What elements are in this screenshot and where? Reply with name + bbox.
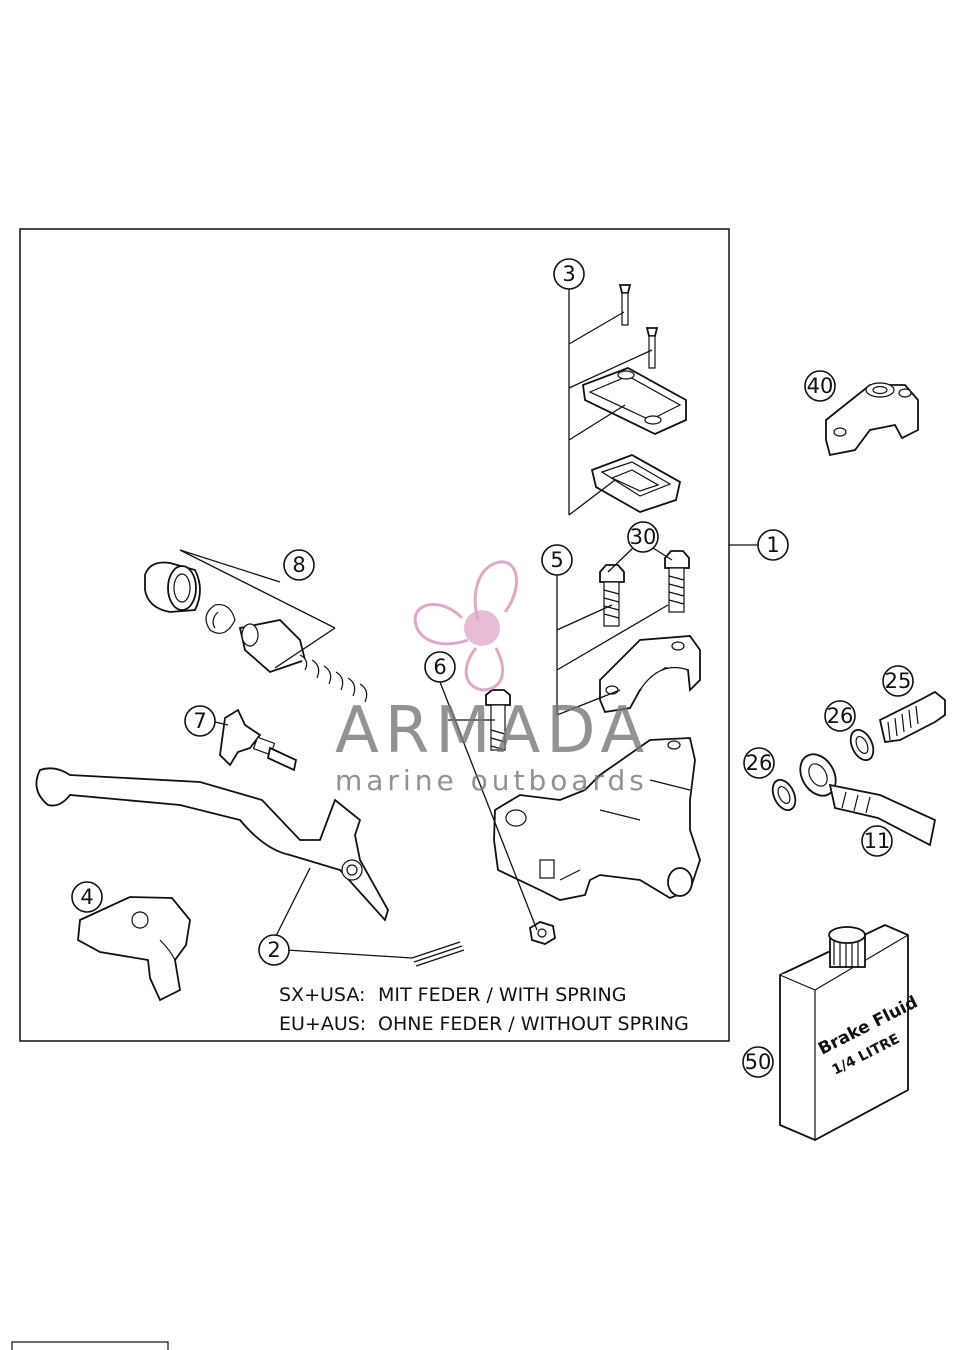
watermark-title: ARMADA	[335, 694, 650, 768]
callout-2: 2	[258, 934, 290, 966]
svg-text:8: 8	[292, 553, 305, 577]
note-line1-region: SX+USA:	[279, 984, 365, 1006]
callout-8: 8	[283, 549, 315, 581]
svg-text:40: 40	[807, 374, 834, 398]
note-line2-region: EU+AUS:	[279, 1013, 366, 1035]
svg-text:1: 1	[766, 533, 779, 557]
leader-lines	[179, 288, 758, 959]
part-3-reservoir-cover	[582, 284, 687, 513]
callout-11: 11	[861, 825, 893, 857]
svg-text:5: 5	[550, 548, 563, 572]
svg-text:4: 4	[80, 885, 93, 909]
part-40-clamp	[825, 382, 919, 457]
callout-3: 3	[553, 258, 585, 290]
part-50-brake-fluid: Brake Fluid 1/4 LITRE	[779, 924, 921, 1141]
part-1-master-cylinder	[493, 737, 701, 901]
part-11-brake-hose	[799, 753, 937, 847]
svg-text:11: 11	[864, 829, 891, 853]
part-7-adjuster	[219, 708, 298, 772]
part-30-bolts	[599, 550, 690, 627]
svg-text:3: 3	[562, 262, 575, 286]
svg-text:50: 50	[745, 1050, 772, 1074]
footer-code-box	[11, 1341, 169, 1350]
armada-watermark: ARMADA marine outboards	[335, 560, 650, 797]
callout-7: 7	[184, 705, 216, 737]
callout-26-upper: 26	[824, 700, 856, 732]
part-4-lever-guard	[77, 896, 191, 1002]
part-5-clamp-half	[599, 635, 701, 714]
svg-text:30: 30	[630, 525, 657, 549]
callout-25: 25	[882, 665, 914, 697]
part-8-piston-kit	[144, 561, 368, 703]
part-25-banjo-bolt	[878, 690, 946, 744]
callout-30: 30	[627, 521, 659, 553]
callout-26-lower: 26	[743, 747, 775, 779]
part-26-washers	[771, 728, 875, 812]
callout-40: 40	[804, 370, 836, 402]
svg-text:25: 25	[885, 669, 912, 693]
callout-1: 1	[757, 529, 789, 561]
callout-4: 4	[71, 881, 103, 913]
svg-text:26: 26	[827, 704, 854, 728]
svg-text:2: 2	[267, 938, 280, 962]
svg-text:7: 7	[193, 709, 206, 733]
watermark-subtitle: marine outboards	[335, 764, 648, 797]
callout-6: 6	[424, 651, 456, 683]
propeller-logo-icon	[413, 560, 518, 692]
svg-text:26: 26	[746, 751, 773, 775]
callout-50: 50	[742, 1046, 774, 1078]
callout-5: 5	[541, 544, 573, 576]
note-line1-text: MIT FEDER / WITH SPRING	[378, 984, 626, 1006]
note-line2-text: OHNE FEDER / WITHOUT SPRING	[378, 1013, 689, 1035]
svg-text:6: 6	[433, 655, 446, 679]
part-2-brake-lever	[35, 767, 465, 967]
assembly-frame	[19, 228, 730, 1042]
